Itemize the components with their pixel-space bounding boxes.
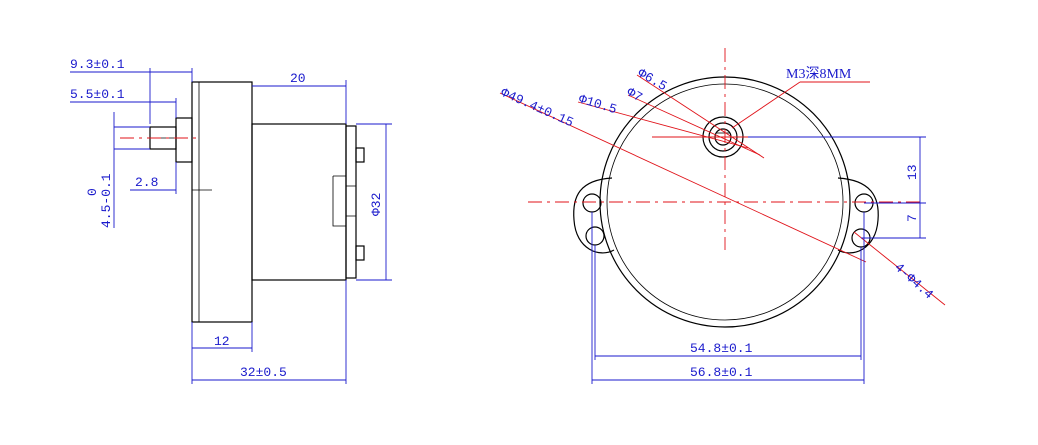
leader-shaft-dia <box>636 74 765 159</box>
leader-boss-dia <box>627 94 761 156</box>
dim-hole-spacing-outer: 56.8±0.1 <box>690 365 753 380</box>
dim-total-length: 32±0.5 <box>240 365 287 380</box>
terminal-top <box>355 147 365 163</box>
motor-endcap <box>345 125 357 279</box>
dim-shaft-length: 9.3±0.1 <box>70 57 125 72</box>
dim-motor-length: 20 <box>290 71 306 86</box>
endcap-detail <box>332 175 357 227</box>
dim-offset-7: 7 <box>905 214 920 222</box>
dim-hole-spacing-inner: 54.8±0.1 <box>690 341 753 356</box>
dim-shaft-dia-bottom: 4.5-0.1 <box>99 173 114 228</box>
dim-hub-dia: Φ10.5 <box>577 91 619 117</box>
mount-hole-left-bottom <box>585 226 605 246</box>
leader-outer-dia <box>499 92 867 263</box>
dim-motor-dia: Φ32 <box>369 193 384 216</box>
leader-hub-dia <box>577 101 749 149</box>
mount-ear-right <box>837 177 879 254</box>
dim-boss-length: 2.8 <box>135 175 158 190</box>
mount-hole-left-top <box>582 193 602 213</box>
leader-holes <box>853 231 946 306</box>
dim-flat-length: 5.5±0.1 <box>70 87 125 102</box>
leader-thread <box>731 81 801 129</box>
dim-shaft-dia-top: 0 <box>85 188 100 196</box>
side-view: 9.3±0.1 5.5±0.1 0 4.5-0.1 2.8 20 Φ32 12 … <box>70 57 392 384</box>
terminal-bottom <box>355 245 365 261</box>
motor-can <box>251 123 347 281</box>
dim-mount-holes: 4-Φ4.4 <box>891 260 936 303</box>
dim-gearbox-length: 12 <box>214 334 230 349</box>
mount-ear-left <box>573 177 615 254</box>
dim-outer-dia: Φ49.4±0.15 <box>498 85 575 130</box>
dim-offset-13: 13 <box>905 164 920 180</box>
boss <box>175 117 193 163</box>
front-view: Φ49.4±0.15 Φ10.5 Φ7 Φ6.5 M3深8MM 4-Φ4.4 1… <box>498 48 946 384</box>
dim-thread-note: M3深8MM <box>786 66 852 82</box>
gearbox-body <box>191 81 253 323</box>
dim-boss-dia: Φ7 <box>624 84 645 105</box>
